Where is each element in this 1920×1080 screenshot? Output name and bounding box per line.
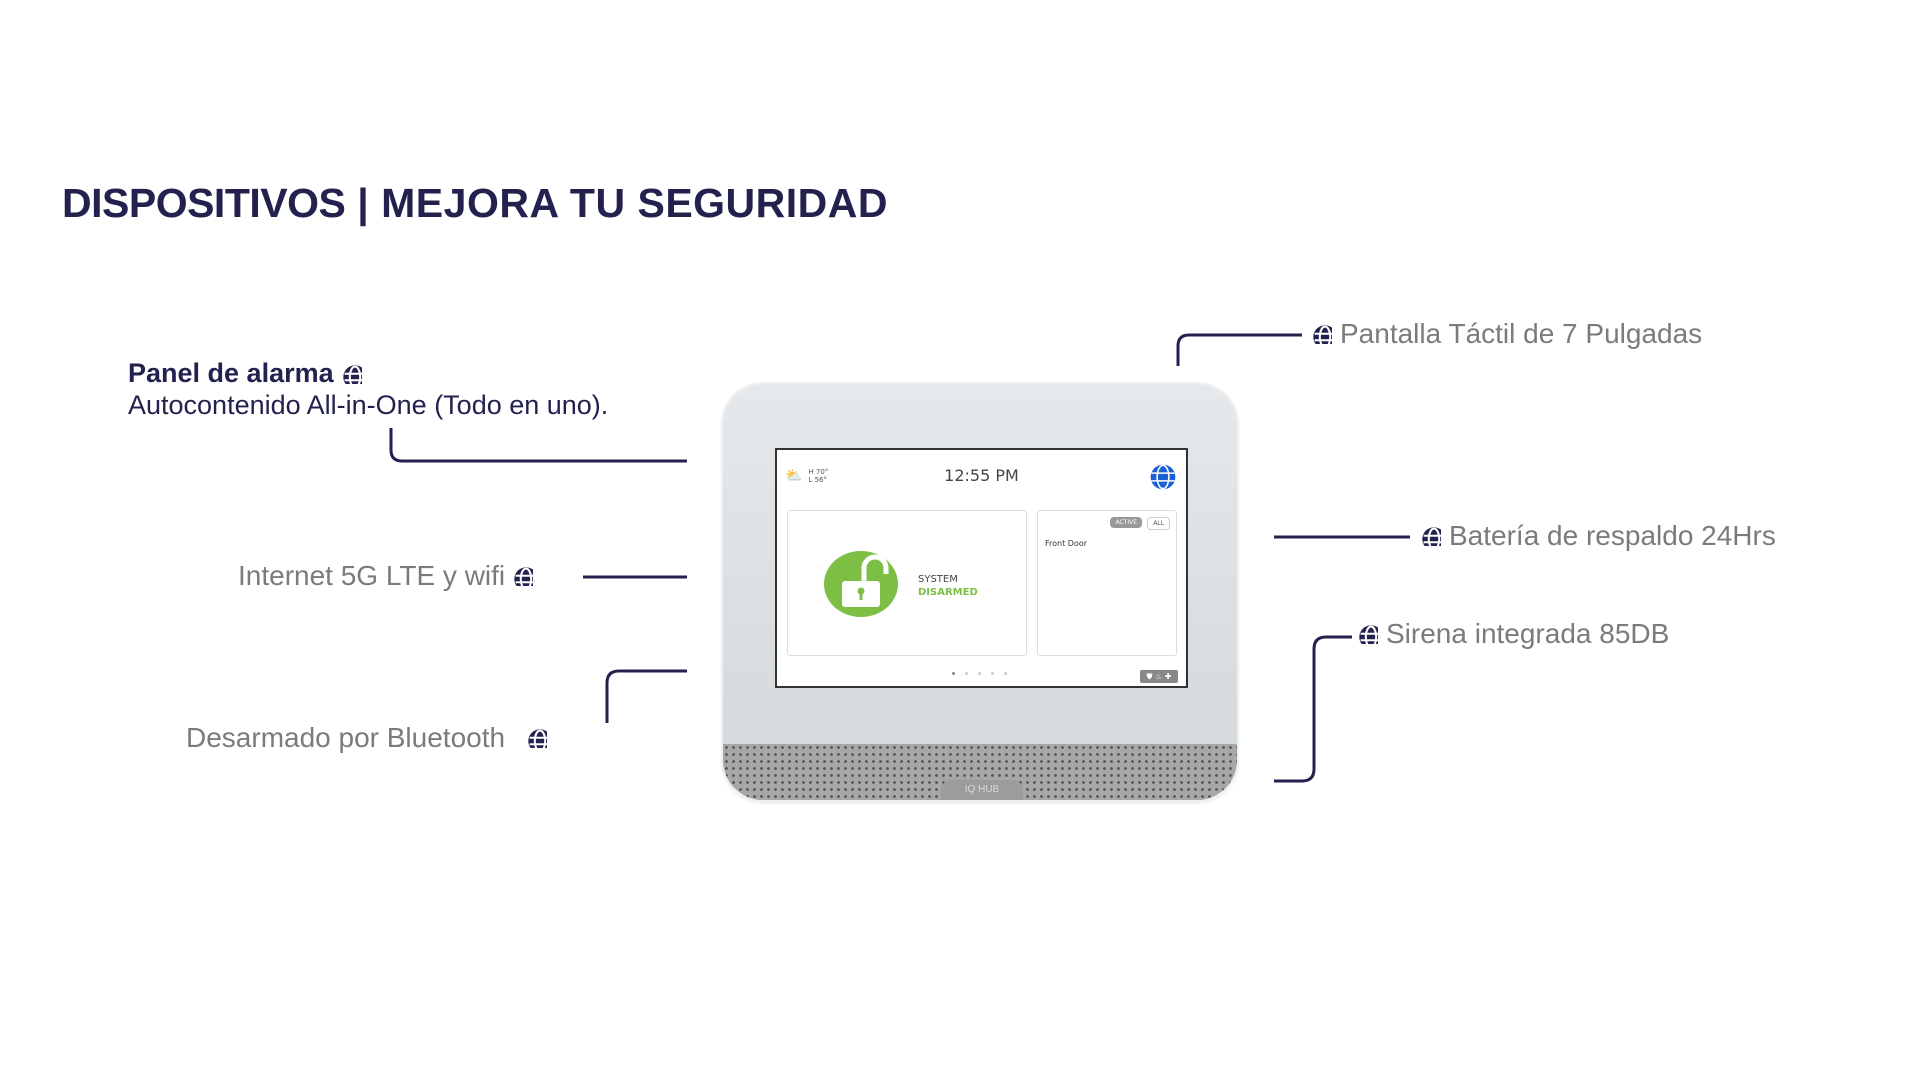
status-line1: SYSTEM	[918, 574, 958, 585]
panel-feature-subtitle: Autocontenido All-in-One (Todo en uno).	[128, 390, 609, 420]
siren-label: Sirena integrada 85DB	[1386, 618, 1670, 649]
screen-label: Pantalla Táctil de 7 Pulgadas	[1340, 318, 1703, 349]
screen-callout-line	[1176, 333, 1302, 366]
siren-callout-line	[1274, 635, 1352, 783]
sensor-item[interactable]: Front Door	[1045, 539, 1088, 548]
weather-widget: ⛅ H 70°L 56°	[785, 468, 828, 484]
internet-label: Internet 5G LTE y wifi	[238, 560, 506, 591]
brand-badge: IQ HUB	[941, 780, 1023, 800]
siren-feature: Sirena integrada 85DB	[1358, 620, 1669, 648]
active-filter-tab[interactable]: ACTIVE	[1110, 517, 1142, 528]
page-title: DISPOSITIVOS | MEJORA TU SEGURIDAD	[62, 180, 888, 226]
speaker-grille: IQ HUB	[723, 744, 1237, 800]
bluetooth-feature: Desarmado por Bluetooth	[186, 724, 547, 752]
panel-feature-title: Panel de alarma	[128, 358, 362, 389]
battery-label: Batería de respaldo 24Hrs	[1449, 520, 1776, 551]
battery-feature: Batería de respaldo 24Hrs	[1421, 522, 1776, 550]
sensor-list-card: ACTIVE ALL Front Door	[1037, 510, 1177, 656]
partly-cloudy-icon: ⛅	[785, 468, 803, 484]
status-disarmed: DISARMED	[918, 587, 978, 598]
globe-icon	[513, 566, 533, 586]
globe-icon	[527, 728, 547, 748]
device-screen: ⛅ H 70°L 56° 12:55 PM SYSTEM DISARMED ACT…	[775, 448, 1188, 688]
unlocked-padlock-icon	[824, 551, 898, 617]
globe-icon[interactable]	[1150, 464, 1176, 490]
arm-status-card[interactable]: SYSTEM DISARMED	[787, 510, 1027, 656]
weather-high: H 70°	[808, 468, 829, 476]
clock: 12:55 PM	[944, 466, 1019, 485]
globe-icon	[1358, 624, 1378, 644]
screen-feature: Pantalla Táctil de 7 Pulgadas	[1312, 320, 1702, 348]
globe-icon	[1312, 324, 1332, 344]
page-indicator	[952, 672, 1007, 675]
system-status: SYSTEM DISARMED	[918, 573, 978, 599]
weather-low: L 56°	[808, 476, 827, 484]
all-filter-tab[interactable]: ALL	[1147, 517, 1170, 530]
panel-title-text: Panel de alarma	[128, 358, 334, 388]
bluetooth-label: Desarmado por Bluetooth	[186, 722, 506, 753]
globe-icon	[1421, 526, 1441, 546]
emergency-button[interactable]: ⛊ ♨ ✚	[1140, 670, 1178, 683]
panel-callout-line	[389, 428, 687, 463]
bluetooth-callout-line	[605, 669, 687, 723]
globe-icon	[342, 364, 362, 384]
internet-feature: Internet 5G LTE y wifi	[238, 562, 533, 590]
